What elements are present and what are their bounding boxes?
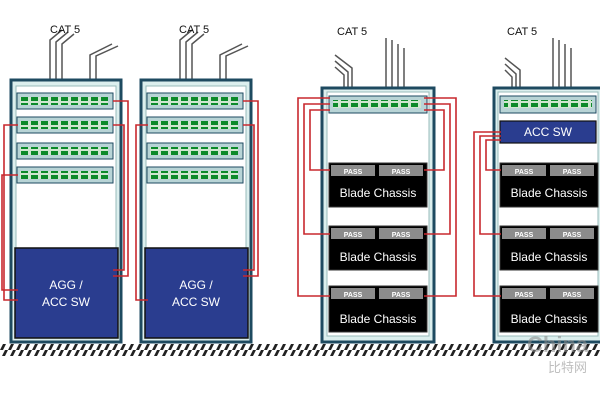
pass-module [550,288,594,299]
pass-label: PASS [344,292,363,299]
blade-chassis-label: Blade Chassis [340,312,417,326]
agg-acc-switch [144,247,249,339]
pass-module [379,288,423,299]
pass-module [331,165,375,176]
pass-label: PASS [392,169,411,176]
blade-chassis: PASS PASS Blade Chassis [328,285,428,333]
pass-label: PASS [563,169,582,176]
pass-module [379,165,423,176]
red-cables [135,100,259,301]
cat5-cables [49,29,119,80]
patch-panels [146,92,244,184]
pass-label: PASS [392,232,411,239]
switch-label-line2: ACC SW [42,295,91,309]
blade-chassis: PASS PASS Blade Chassis [328,162,428,208]
cat5-label: CAT 5 [179,24,209,36]
watermark: China 比特网 [527,332,589,375]
rack-2: CAT 5 AGG / ACC SW [135,24,259,344]
patch-panels [16,92,114,184]
pass-module [331,228,375,239]
patch-panel [499,95,597,114]
pass-label: PASS [515,232,534,239]
blade-chassis: PASS PASS Blade Chassis [499,162,599,208]
blade-chassis: PASS PASS Blade Chassis [499,285,599,333]
blade-chassis: PASS PASS Blade Chassis [499,225,599,271]
pass-module [550,165,594,176]
switch-label-line2: ACC SW [172,295,221,309]
rack-3: CAT 5 PASS PASS Blade Chassis PASS PASS … [297,26,457,344]
pass-label: PASS [344,169,363,176]
pass-label: PASS [563,232,582,239]
pass-label: PASS [515,169,534,176]
pass-module [502,288,546,299]
pass-module [502,165,546,176]
pass-label: PASS [563,292,582,299]
pass-module [550,228,594,239]
cat5-label: CAT 5 [507,26,537,38]
blade-chassis-label: Blade Chassis [340,250,417,264]
cat5-label: CAT 5 [337,26,367,38]
watermark-text: China [527,332,589,357]
cat5-cables [334,38,405,93]
blade-chassis-label: Blade Chassis [511,312,588,326]
pass-label: PASS [344,232,363,239]
switch-label-line1: AGG / [49,278,83,292]
pass-module [502,228,546,239]
pass-module [379,228,423,239]
blade-chassis-label: Blade Chassis [511,250,588,264]
pass-module [331,288,375,299]
red-cables [1,100,129,301]
red-cables [297,97,457,297]
switch-label-line1: AGG / [179,278,213,292]
cat5-cables [504,38,572,93]
pass-label: PASS [392,292,411,299]
patch-panel [328,95,428,114]
cat5-label: CAT 5 [50,24,80,36]
rack-4: CAT 5 ACC SW PASS PASS Blade Chassis PAS… [473,26,600,344]
rack-1: CAT 5 AGG / ACC SW [1,24,129,344]
blade-chassis-label: Blade Chassis [340,186,417,200]
acc-switch-label: ACC SW [524,125,573,139]
red-cables [473,131,501,297]
cat5-cables [179,29,249,80]
pass-label: PASS [515,292,534,299]
raised-floor [0,344,600,356]
blade-chassis: PASS PASS Blade Chassis [328,225,428,271]
watermark-subtext: 比特网 [548,360,587,375]
agg-acc-switch [14,247,119,339]
blade-chassis-label: Blade Chassis [511,186,588,200]
